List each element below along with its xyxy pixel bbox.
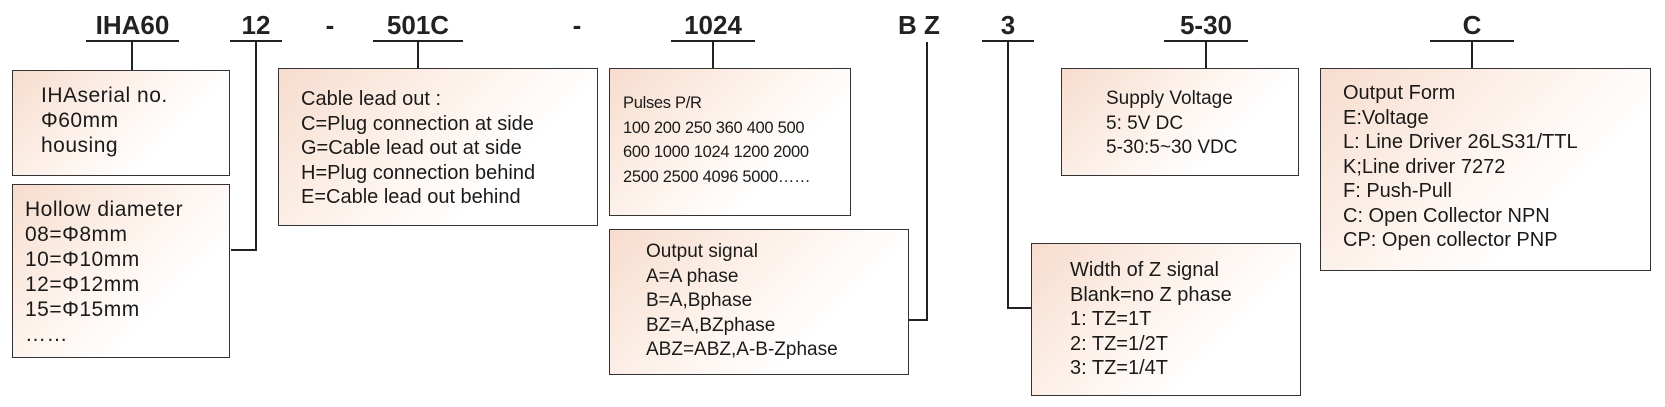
- code-hollow-diameter: 12: [230, 10, 282, 42]
- box-pulses: Pulses P/R 100 200 250 360 400 500 600 1…: [609, 68, 851, 216]
- hollow-option: 15=Φ15mm: [25, 298, 140, 321]
- box-output-signal: Output signal A=A phase B=A,Bphase BZ=A,…: [609, 229, 909, 375]
- form-option: C: Open Collector NPN: [1343, 204, 1550, 227]
- form-option: F: Push-Pull: [1343, 180, 1452, 202]
- code-output-signal: B Z: [898, 10, 940, 40]
- box-output-form: Output Form E:Voltage L: Line Driver 26L…: [1320, 68, 1651, 271]
- code-pulses: 1024: [671, 10, 755, 42]
- output-signal-option: A=A phase: [646, 265, 739, 287]
- output-signal-option: B=A,Bphase: [646, 290, 753, 311]
- supply-option: 5-30:5~30 VDC: [1106, 137, 1238, 158]
- pulses-title: Pulses P/R: [623, 94, 702, 112]
- zwidth-title: Width of Z signal: [1070, 259, 1219, 281]
- serial-line-1: IHAserial no.: [41, 84, 168, 107]
- zwidth-option: Blank=no Z phase: [1070, 283, 1232, 306]
- supply-option: 5: 5V DC: [1106, 112, 1184, 134]
- serial-line-2: Φ60mm: [41, 109, 119, 132]
- output-signal-title: Output signal: [646, 241, 758, 262]
- code-output-form: C: [1430, 10, 1514, 42]
- box-serial-number: IHAserial no. Φ60mm housing: [12, 70, 230, 176]
- connector-hollow: [231, 42, 257, 251]
- cable-option: E=Cable lead out behind: [301, 186, 521, 208]
- pulses-values: 600 1000 1024 1200 2000: [623, 143, 809, 161]
- box-z-signal-width: Width of Z signal Blank=no Z phase 1: TZ…: [1031, 243, 1301, 396]
- box-supply-voltage: Supply Voltage 5: 5V DC 5-30:5~30 VDC: [1061, 68, 1299, 176]
- cable-title: Cable lead out :: [301, 88, 442, 110]
- hollow-option: 10=Φ10mm: [25, 248, 140, 271]
- zwidth-option: 1: TZ=1T: [1070, 308, 1152, 330]
- connector-z-width: [1007, 42, 1031, 309]
- hollow-option: 08=Φ8mm: [25, 223, 128, 246]
- zwidth-option: 3: TZ=1/4T: [1070, 357, 1169, 379]
- pulses-values: 2500 2500 4096 5000……: [623, 167, 811, 186]
- box-hollow-diameter: Hollow diameter 08=Φ8mm 10=Φ10mm 12=Φ12m…: [12, 184, 230, 358]
- supply-title: Supply Voltage: [1106, 88, 1233, 109]
- code-separator-1: -: [325, 10, 335, 40]
- box-cable-lead-out: Cable lead out : C=Plug connection at si…: [278, 68, 598, 226]
- code-cable-lead-out: 501C: [373, 10, 463, 42]
- code-z-width: 3: [982, 10, 1034, 42]
- form-option: CP: Open collector PNP: [1343, 229, 1558, 251]
- cable-option: C=Plug connection at side: [301, 112, 534, 135]
- cable-option: G=Cable lead out at side: [301, 137, 522, 159]
- code-separator-2: -: [572, 10, 582, 40]
- form-option: K;Line driver 7272: [1343, 155, 1506, 178]
- code-model: IHA60: [86, 10, 179, 42]
- form-option: L: Line Driver 26LS31/TTL: [1343, 131, 1578, 153]
- serial-line-3: housing: [41, 134, 119, 157]
- hollow-option: 12=Φ12mm: [25, 273, 140, 296]
- cable-option: H=Plug connection behind: [301, 161, 536, 184]
- connector-signal: [909, 42, 928, 321]
- form-title: Output Form: [1343, 82, 1456, 104]
- hollow-title: Hollow diameter: [25, 198, 184, 221]
- zwidth-option: 2: TZ=1/2T: [1070, 332, 1169, 355]
- hollow-ellipsis: ……: [25, 323, 68, 346]
- form-option: E:Voltage: [1343, 106, 1429, 129]
- output-signal-option: ABZ=ABZ,A-B-Zphase: [646, 339, 838, 360]
- pulses-values: 100 200 250 360 400 500: [623, 118, 805, 137]
- code-supply-voltage: 5-30: [1164, 10, 1248, 42]
- output-signal-option: BZ=A,BZphase: [646, 314, 776, 336]
